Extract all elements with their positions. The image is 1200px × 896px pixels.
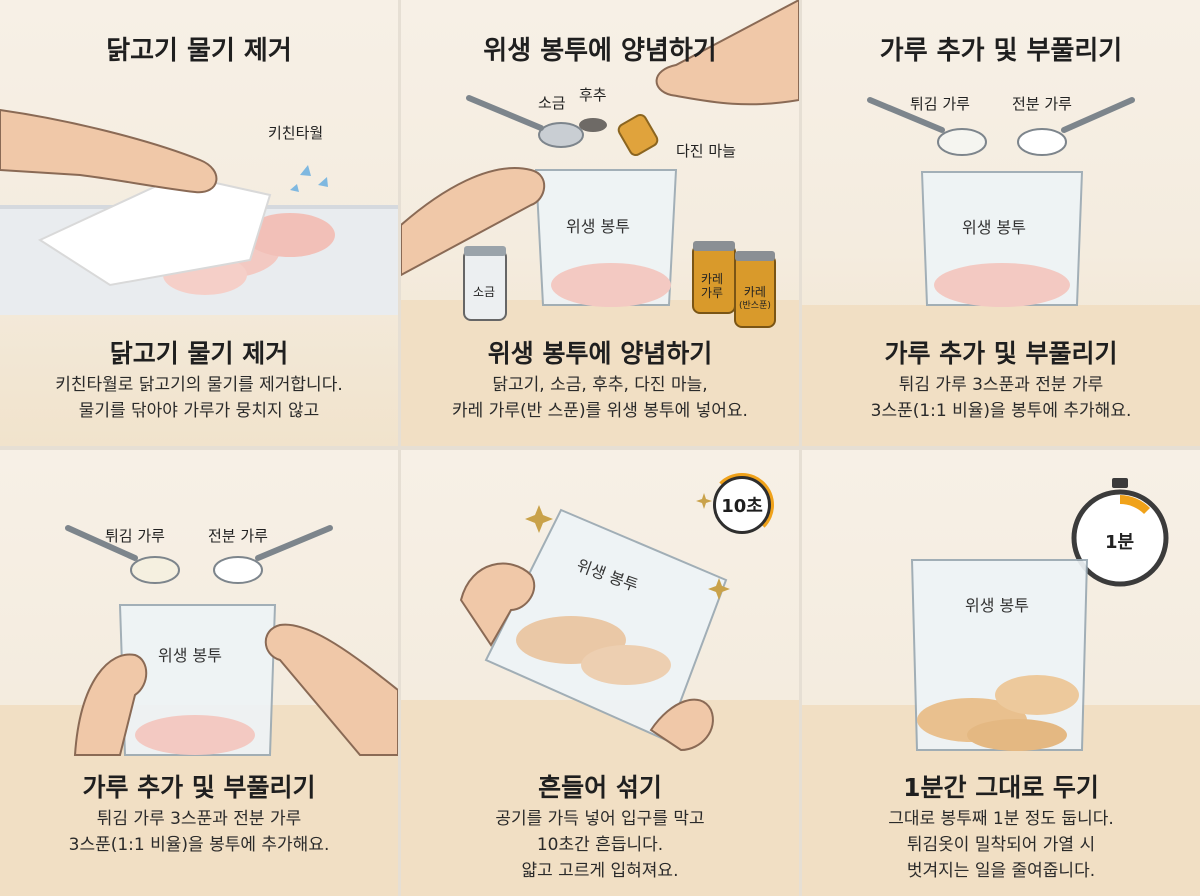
caption-line: 벗겨지는 일을 줄여줍니다. (906, 861, 1096, 881)
caption-line: 물기를 닦아야 가루가 뭉치지 않고 (78, 401, 320, 421)
caption-line: 3스푼(1:1 비율)을 봉투에 추가해요. (68, 835, 330, 855)
spoon-frying-powder (937, 128, 987, 156)
caption-text: 공기를 가득 넣어 입구를 막고 10초간 흔듭니다. 얇고 고르게 입혀져요. (411, 806, 789, 884)
stopwatch-label: 1분 (1105, 532, 1135, 553)
caption-text: 튀김 가루 3스푼과 전분 가루 3스푼(1:1 비율)을 봉투에 추가해요. (812, 372, 1190, 424)
chicken (135, 715, 255, 755)
panel-title: 가루 추가 및 부풀리기 (879, 36, 1123, 66)
panel-title: 위생 봉투에 양념하기 (483, 36, 717, 66)
panel-6-rest: 1분 위생 봉투 1분간 그대로 두기 그대로 봉투째 1분 정도 둡니다. 튀… (802, 450, 1200, 896)
frying-powder-label: 튀김 가루 (105, 527, 165, 545)
sparkle-icon (708, 578, 730, 600)
curry-jar-line: (반스푼) (739, 301, 771, 311)
caption-line: 카레 가루(반 스푼)를 위생 봉투에 넣어요. (452, 401, 748, 421)
panel-2-season: 위생 봉투에 양념하기 소금 후추 다진 마늘 위생 봉투 소금 카레 가루 카… (401, 0, 799, 446)
caption-line: 3스푼(1:1 비율)을 봉투에 추가해요. (870, 401, 1132, 421)
starch-label: 전분 가루 (208, 527, 268, 545)
bag-label: 위생 봉투 (965, 596, 1029, 615)
salt-jar-label: 소금 (473, 285, 496, 299)
salt-label: 소금 (538, 94, 566, 112)
curry-jar-line: 카레 (743, 285, 766, 299)
garlic-label: 다진 마늘 (676, 142, 736, 160)
frying-powder-label: 튀김 가루 (910, 95, 970, 113)
caption-text: 닭고기, 소금, 후추, 다진 마늘, 카레 가루(반 스푼)를 위생 봉투에 … (411, 372, 789, 424)
caption-line: 그대로 봉투째 1분 정도 둡니다. (888, 809, 1114, 829)
caption-text: 튀김 가루 3스푼과 전분 가루 3스푼(1:1 비율)을 봉투에 추가해요. (10, 806, 388, 858)
timer-badge: 10초 (713, 476, 771, 534)
caption-line: 공기를 가득 넣어 입구를 막고 (495, 809, 705, 829)
starch-label: 전분 가루 (1012, 95, 1072, 113)
spoon-frying-powder (130, 556, 180, 584)
bag-label: 위생 봉투 (962, 218, 1026, 237)
spoon (538, 122, 584, 148)
chicken (934, 263, 1070, 307)
hand-left (459, 562, 536, 647)
panel-5-illustration (401, 493, 799, 896)
hand-left (73, 653, 148, 756)
caption-line: 닭고기, 소금, 후추, 다진 마늘, (492, 375, 708, 395)
caption-line: 얇고 고르게 입혀져요. (521, 861, 679, 881)
panel-2-illustration (401, 0, 799, 446)
caption-title: 1분간 그대로 두기 (903, 773, 1099, 802)
curry-jar-line: 가루 (701, 286, 724, 300)
panel-4-inflate: 튀김 가루 전분 가루 위생 봉투 가루 추가 및 부풀리기 튀김 가루 3스푼… (0, 450, 398, 896)
hand (655, 0, 799, 106)
sparkle-icon (525, 505, 553, 533)
caption-line: 튀김옷이 밀착되어 가열 시 (906, 835, 1096, 855)
curry-jar-line: 카레 (701, 272, 724, 286)
caption-line: 튀김 가루 3스푼과 전분 가루 (96, 809, 302, 829)
curry-jar-label: 카레 가루 (701, 272, 723, 300)
hand (0, 108, 218, 194)
chicken (551, 263, 671, 307)
caption-text: 키친타월로 닭고기의 물기를 제거합니다. 물기를 닦아야 가루가 뭉치지 않고 (10, 372, 388, 424)
timer-arc (710, 473, 774, 537)
caption-line: 키친타월로 닭고기의 물기를 제거합니다. (55, 375, 343, 395)
bag-label: 위생 봉투 (158, 646, 222, 665)
caption-line: 10초간 흔듭니다. (536, 835, 664, 855)
pepper-pile (579, 118, 607, 132)
hand-right (649, 698, 714, 752)
bag-label: 위생 봉투 (566, 217, 630, 236)
spoon-starch (1017, 128, 1067, 156)
panel-3-add-powder: 가루 추가 및 부풀리기 튀김 가루 전분 가루 위생 봉투 가루 추가 및 부… (802, 0, 1200, 446)
caption-title: 흔들어 섞기 (538, 773, 662, 802)
panel-title: 닭고기 물기 제거 (106, 36, 292, 66)
curry-jar-half-label: 카레 (반스푼) (739, 285, 771, 313)
caption-title: 위생 봉투에 양념하기 (487, 339, 713, 368)
caption-text: 그대로 봉투째 1분 정도 둡니다. 튀김옷이 밀착되어 가열 시 벗겨지는 일… (812, 806, 1190, 884)
panel-4-illustration (0, 525, 398, 896)
panel-1-illustration (0, 108, 398, 315)
sparkle-icon (696, 493, 712, 509)
panel-1-dry-chicken: 닭고기 물기 제거 키친타월 닭고기 물기 제거 키친타월로 닭고기의 물기를 … (0, 0, 398, 446)
caption-title: 가루 추가 및 부풀리기 (82, 773, 316, 802)
caption-title: 가루 추가 및 부풀리기 (884, 339, 1118, 368)
panel-3-illustration (802, 97, 1200, 446)
towel-label: 키친타월 (268, 124, 324, 142)
panel-5-shake: 10초 위생 봉투 흔들어 섞기 공기를 가득 넣어 입구를 막고 10초간 흔… (401, 450, 799, 896)
spoon-starch (213, 556, 263, 584)
pepper-label: 후추 (579, 86, 607, 104)
garlic-jar (617, 113, 659, 157)
caption-line: 튀김 가루 3스푼과 전분 가루 (898, 375, 1104, 395)
hand-right (264, 623, 398, 756)
caption-title: 닭고기 물기 제거 (109, 339, 289, 368)
panel-6-illustration (802, 478, 1200, 896)
